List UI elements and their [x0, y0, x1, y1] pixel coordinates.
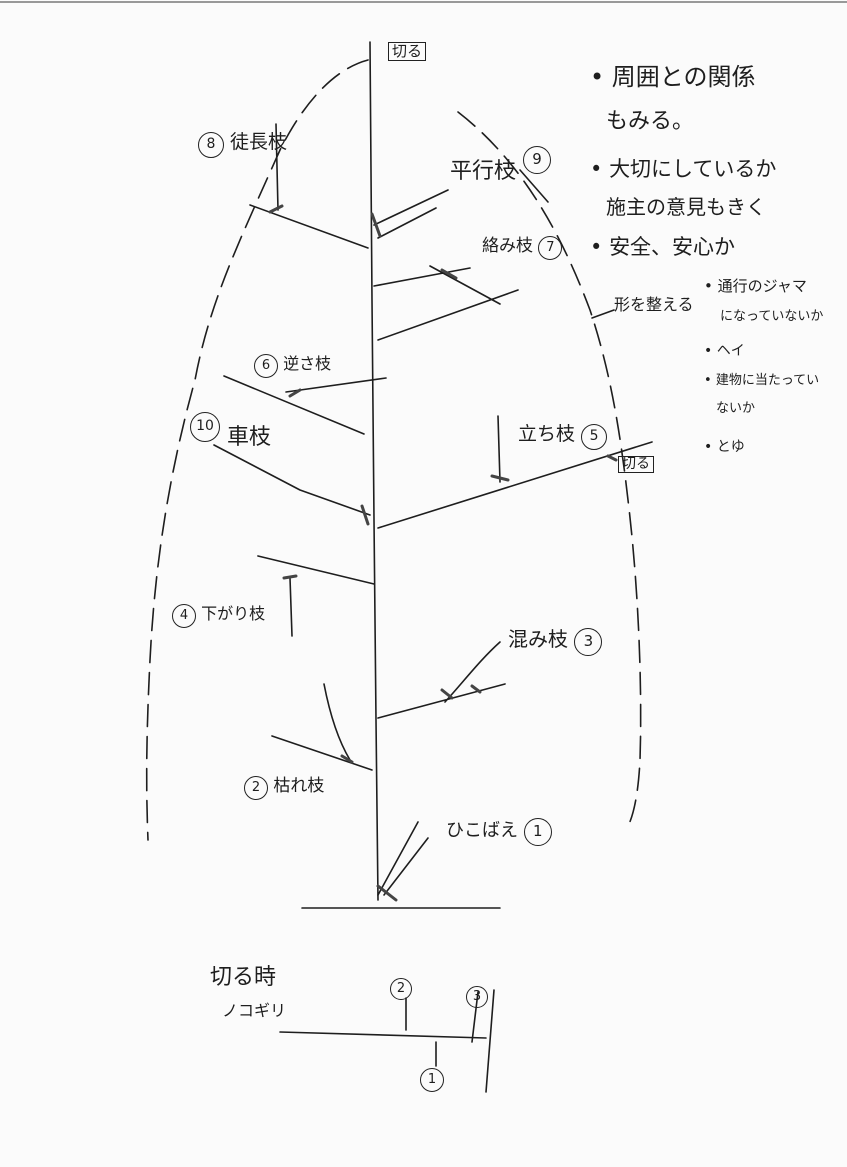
note-1: • 周囲との関係	[590, 63, 756, 91]
saw-subtitle: ノコギリ	[222, 1001, 287, 1020]
label-text: 逆さ枝	[283, 354, 332, 373]
label-text: 平行枝	[450, 159, 517, 184]
number-circle: 2	[244, 776, 268, 800]
cut-label-top: 切る	[388, 42, 427, 61]
number-circle: 1	[523, 818, 552, 846]
number-circle: 7	[538, 236, 563, 260]
label-sucker: ひこばえ 1	[446, 818, 552, 846]
cut-label-right: 切る	[618, 456, 654, 474]
subnote-traffic-cont: になっていないか	[720, 309, 824, 324]
subnote-building-cont: ないか	[716, 401, 756, 416]
label-text: 車枝	[227, 425, 272, 450]
label-text: 徒長枝	[230, 131, 288, 153]
note-text: 通行のジャマ	[717, 277, 807, 295]
branch-3-crowded	[377, 641, 506, 719]
saw-title: 切る時	[210, 965, 277, 990]
label-crossing: 絡み枝 7	[482, 236, 563, 260]
number-circle: 6	[254, 354, 278, 378]
label-whorl: 10 車枝	[190, 412, 271, 450]
note-2-cont: 施主の意見もきく	[606, 195, 766, 219]
crown-outline-right	[457, 111, 642, 831]
note-text: 建物に当たってい	[715, 373, 820, 388]
label-drooping: 4 下がり枝	[172, 604, 265, 628]
branch-4-drooping	[257, 555, 375, 637]
branch-5-upright	[377, 415, 653, 529]
number-circle: 10	[190, 412, 220, 442]
crown-outline-left	[145, 59, 369, 841]
label-text: 立ち枝	[518, 423, 576, 445]
number-circle: 8	[198, 132, 224, 158]
saw-step-1: 1	[420, 1068, 444, 1092]
shape-pointer	[591, 309, 615, 319]
note-3: • 安全、安心か	[590, 235, 736, 259]
subnote-traffic: • 通行のジャマ	[704, 277, 807, 295]
number-circle: 5	[581, 424, 608, 450]
branch-1-sucker	[377, 821, 429, 896]
branch-7-crossing	[373, 265, 519, 341]
branch-2-dead	[271, 683, 373, 771]
label-reverse: 6 逆さ枝	[254, 354, 331, 378]
cut-marks	[268, 204, 618, 902]
note-2: • 大切にしているか	[590, 157, 777, 181]
branch-6-reverse	[223, 375, 387, 435]
saw-step-2: 2	[390, 978, 412, 1000]
note-text: 大切にしているか	[609, 157, 777, 181]
label-text: 枯れ枝	[273, 776, 325, 796]
number-circle: 4	[172, 604, 196, 628]
label-parallel: 平行枝 9	[450, 146, 552, 188]
label-text: 混み枝	[508, 627, 568, 651]
note-text: 安全、安心か	[609, 235, 736, 259]
note-text: ヘイ	[716, 343, 745, 359]
branch-9-parallel	[373, 169, 549, 239]
subnote-gutter: • とゆ	[704, 439, 745, 455]
subnote-fence: • ヘイ	[704, 343, 745, 359]
subnote-building: • 建物に当たってい	[704, 373, 820, 388]
note-1-cont: もみる。	[606, 109, 695, 134]
saw-step-3: 3	[466, 986, 488, 1008]
note-text: とゆ	[716, 439, 745, 455]
label-water-sprout: 8 徒長枝	[198, 132, 287, 158]
branch-10-whorl	[213, 444, 371, 516]
label-crowded: 混み枝 3	[508, 627, 603, 656]
label-text: 下がり枝	[201, 604, 266, 623]
number-circle: 9	[523, 146, 552, 174]
label-text: 絡み枝	[482, 236, 533, 256]
label-upright: 立ち枝 5	[518, 423, 608, 450]
label-dead: 2 枯れ枝	[244, 776, 324, 800]
trunk	[369, 41, 379, 901]
label-text: ひこばえ	[446, 820, 518, 841]
number-circle: 3	[574, 628, 603, 656]
note-text: 周囲との関係	[611, 63, 756, 91]
label-shape: 形を整える	[614, 295, 694, 314]
saw-diagram	[279, 989, 495, 1093]
